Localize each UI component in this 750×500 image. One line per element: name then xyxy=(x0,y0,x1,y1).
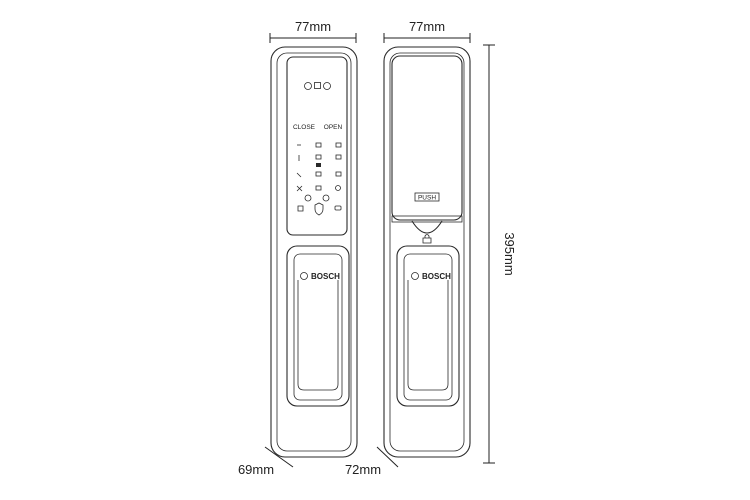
keypad-key xyxy=(315,154,322,160)
front-width-dimension: 77mm xyxy=(269,19,357,43)
battery-icon xyxy=(334,205,342,211)
front-panel-outline xyxy=(270,46,358,458)
keypad-key xyxy=(296,185,303,192)
shield-icon xyxy=(314,202,324,216)
front-depth-label: 69mm xyxy=(238,462,274,477)
back-panel: PUSH BOSCH xyxy=(383,46,471,458)
keypad-key xyxy=(296,172,302,178)
back-handle xyxy=(396,245,460,407)
open-label: OPEN xyxy=(324,124,343,131)
back-panel-outline xyxy=(383,46,471,458)
keypad-key xyxy=(315,142,322,148)
keypad-key xyxy=(335,185,341,191)
height-dimension: 395mm xyxy=(483,44,517,464)
lock-icon xyxy=(297,205,304,212)
front-depth-line xyxy=(264,446,294,468)
push-button xyxy=(414,192,440,202)
back-brand-text: BOSCH xyxy=(422,272,451,281)
front-brand-text: BOSCH xyxy=(311,272,340,281)
keypad-key xyxy=(315,171,322,177)
keypad-key xyxy=(335,142,342,148)
front-keypad xyxy=(296,142,342,192)
lock-icon xyxy=(422,237,432,244)
keypad-key xyxy=(316,163,321,167)
shield-icon xyxy=(322,194,330,202)
front-depth-dimension: 69mm xyxy=(238,446,294,477)
lock-icon xyxy=(304,194,312,202)
back-depth-label: 72mm xyxy=(345,462,381,477)
back-handle-inner xyxy=(403,253,453,401)
back-panel-inner-outline xyxy=(389,52,465,452)
camera-icon xyxy=(314,82,321,89)
lock-icon-shackle xyxy=(424,234,430,238)
back-depth-dimension: 72mm xyxy=(345,446,399,477)
front-handle-grip xyxy=(297,280,339,391)
front-width-label: 77mm xyxy=(295,19,331,34)
height-label: 395mm xyxy=(502,232,517,275)
front-handle-inner xyxy=(293,253,343,401)
front-keypad-area xyxy=(286,56,348,236)
keypad-key xyxy=(315,185,322,191)
back-brand: BOSCH xyxy=(411,272,451,281)
back-battery-cover xyxy=(391,55,463,221)
front-sensor-cluster xyxy=(304,82,331,90)
back-handle-grip xyxy=(407,280,449,391)
keypad-key xyxy=(335,171,342,177)
back-cover-edge xyxy=(391,215,463,223)
keypad-key xyxy=(335,154,342,160)
front-panel: CLOSE OPEN xyxy=(270,46,358,458)
bosch-logo-icon xyxy=(411,272,419,280)
front-brand: BOSCH xyxy=(300,272,340,281)
sensor-icon xyxy=(304,82,312,90)
close-label: CLOSE xyxy=(293,124,316,131)
front-key-icons xyxy=(297,194,342,216)
bosch-logo-icon xyxy=(300,272,308,280)
back-width-label: 77mm xyxy=(409,19,445,34)
front-handle xyxy=(286,245,350,407)
back-thumb-turn xyxy=(411,220,443,234)
sensor-icon-right xyxy=(323,82,331,90)
back-depth-line xyxy=(376,446,399,468)
back-width-dimension: 77mm xyxy=(383,19,471,43)
front-panel-inner-outline xyxy=(276,52,352,452)
push-label: PUSH xyxy=(418,195,436,202)
